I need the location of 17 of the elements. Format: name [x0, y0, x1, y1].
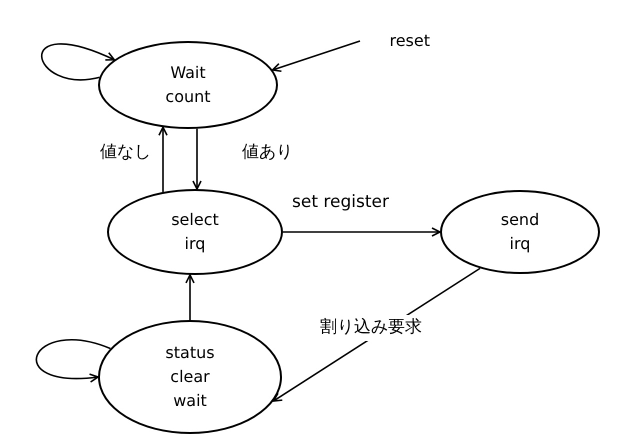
input-label: reset	[389, 30, 430, 52]
state-name: select irq	[170, 209, 220, 255]
self-loop-arrow	[40, 43, 116, 80]
self-loop-arrow	[36, 339, 111, 382]
edge-label: 割り込み要求	[318, 315, 424, 340]
state-name: Wait count	[164, 62, 212, 108]
state-name: send irq	[500, 209, 540, 255]
state-name: status clear wait	[165, 342, 215, 412]
arrow	[192, 128, 202, 190]
arrow	[158, 126, 168, 192]
state-ellipse	[98, 320, 282, 434]
state-ellipse	[107, 189, 283, 275]
state-ellipse	[440, 190, 600, 274]
arrow	[283, 227, 441, 237]
arrow	[272, 40, 360, 72]
arrow	[185, 274, 195, 320]
state-ellipse	[98, 41, 278, 129]
